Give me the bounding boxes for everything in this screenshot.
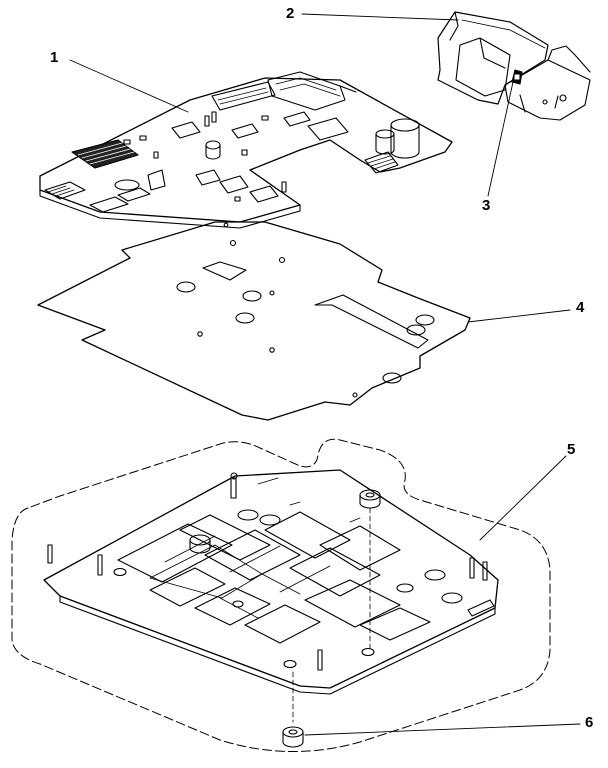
part-6-foot xyxy=(283,672,303,747)
callout-5: 5 xyxy=(567,441,576,458)
part-1-circuit-board xyxy=(40,72,452,228)
heatsink-icon xyxy=(72,140,138,168)
part-2-power-supply xyxy=(438,12,590,120)
capacitor-icon xyxy=(376,119,419,158)
callout-2: 2 xyxy=(286,5,295,22)
part-4-insulator-sheet xyxy=(38,222,470,420)
part-5-chassis xyxy=(12,439,550,751)
grommet-icon xyxy=(360,490,380,508)
callout-1: 1 xyxy=(50,49,59,66)
leader-lines xyxy=(70,14,580,735)
callout-3: 3 xyxy=(482,197,491,214)
callout-4: 4 xyxy=(576,299,585,316)
callout-6: 6 xyxy=(585,714,594,731)
